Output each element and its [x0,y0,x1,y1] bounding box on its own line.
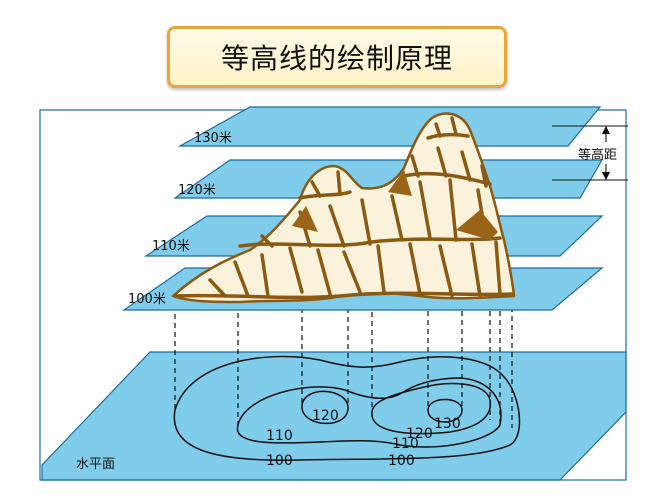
interval-label: 等高距 [578,147,617,163]
plane-label-120: 120米 [178,183,216,198]
contour-label-120-left: 120 [312,408,339,424]
base-plane [41,351,627,481]
contour-lines [173,355,521,461]
contour-label-100-right: 100 [388,453,415,469]
interval-dimension [552,125,628,181]
mountain-illustration [171,112,516,304]
contour-130 [427,398,463,423]
contour-110 [236,377,502,448]
contour-label-100-left: 100 [266,453,293,469]
contour-label-110-left: 110 [266,428,293,444]
base-plane-label: 水平面 [76,457,115,472]
title-box: 等高线的绘制原理 [167,26,507,88]
contour-120-left [301,390,349,425]
page-title: 等高线的绘制原理 [220,42,453,75]
contour-label-110-right: 110 [392,436,419,452]
plane-label-110: 110米 [152,239,190,254]
plane-label-100: 100米 [128,292,166,307]
contour-label-120-right: 120 [406,426,433,442]
plane-130 [177,106,602,147]
contour-120-right [371,382,492,435]
contour-label-130: 130 [434,416,461,432]
contour-100 [173,355,521,461]
plane-label-130: 130米 [194,131,232,146]
